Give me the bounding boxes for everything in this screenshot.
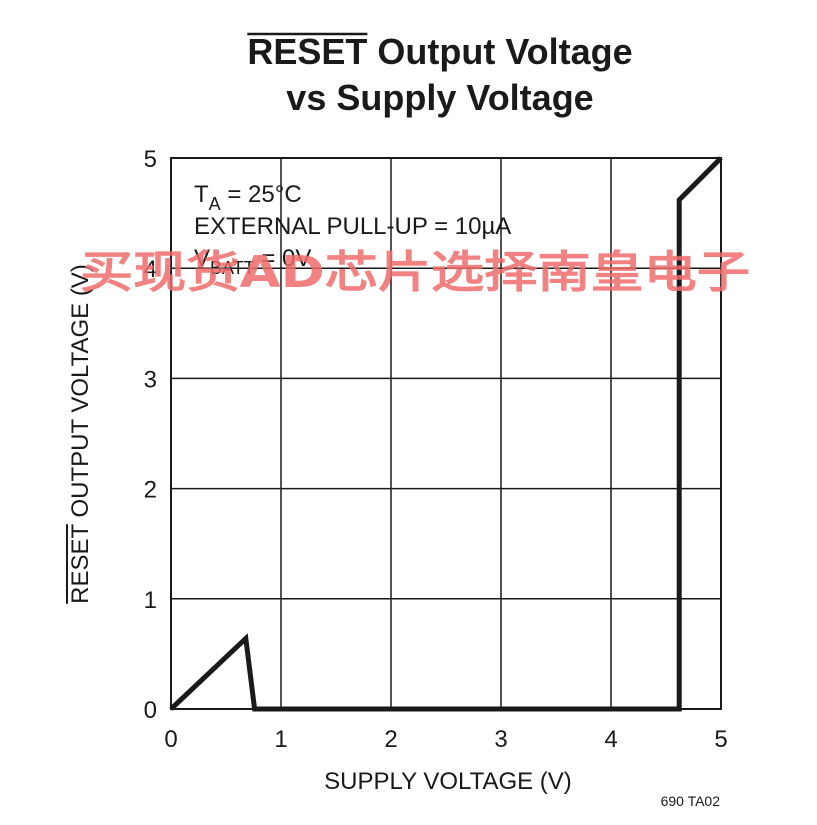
y-axis-label: RESET OUTPUT VOLTAGE (V) — [67, 264, 94, 604]
figure-id: 690 TA02 — [661, 793, 721, 809]
watermark-text: 买现货AD芯片选择南皇电子 — [80, 247, 750, 298]
x-tick-label: 4 — [604, 726, 617, 753]
chart-title-rest-text: Output Voltage — [367, 31, 632, 72]
y-tick-labels: 0 1 2 3 4 5 — [144, 146, 157, 724]
annotation-ta: TA = 25°C — [194, 181, 302, 214]
annotation-pullup: EXTERNAL PULL-UP = 10µA — [194, 213, 511, 240]
y-tick-label: 4 — [144, 256, 157, 283]
x-axis-label: SUPPLY VOLTAGE (V) — [324, 768, 572, 795]
y-axis-label-rest-text: OUTPUT VOLTAGE (V) — [67, 264, 94, 524]
grid — [171, 158, 721, 709]
x-tick-label: 2 — [384, 726, 397, 753]
y-tick-label: 2 — [144, 477, 157, 504]
plot-frame — [170, 157, 722, 710]
chart-title-line2: vs Supply Voltage — [286, 77, 593, 118]
y-tick-label: 5 — [144, 146, 157, 173]
x-tick-label: 3 — [494, 726, 507, 753]
x-tick-label: 1 — [274, 726, 287, 753]
x-tick-label: 5 — [714, 726, 727, 753]
y-tick-label: 1 — [144, 587, 157, 614]
y-tick-label: 3 — [144, 366, 157, 393]
chart-title-line1: RESET Output Voltage — [247, 31, 632, 72]
y-axis-label-group: RESET OUTPUT VOLTAGE (V) — [66, 264, 94, 604]
chart-title-overbar-text: RESET — [247, 31, 367, 72]
y-axis-label-overbar-text: RESET — [67, 523, 94, 603]
annotation-vbatt: VBATT = 0V — [194, 245, 311, 278]
y-tick-label: 0 — [144, 697, 157, 724]
series-line — [169, 156, 723, 712]
x-tick-label: 0 — [164, 726, 177, 753]
x-tick-labels: 0 1 2 3 4 5 — [164, 726, 727, 753]
